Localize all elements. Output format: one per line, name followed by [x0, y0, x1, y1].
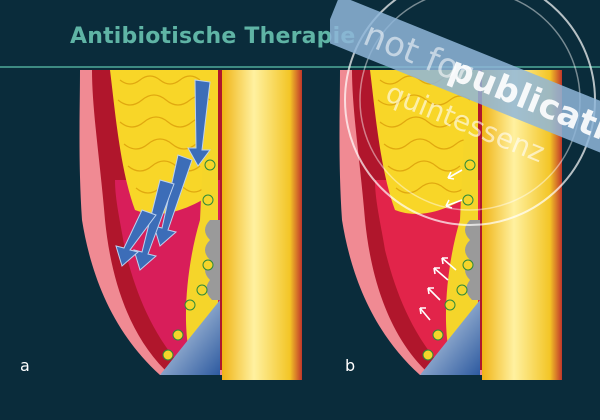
diagram-panel-a — [70, 70, 310, 380]
slide-title: Antibiotische Therapie — [70, 24, 355, 49]
tooth-root — [222, 70, 302, 380]
panel-label-b: b — [345, 356, 355, 375]
panel-label-a: a — [20, 356, 30, 375]
watermark-stamp: not for publication quintessenz — [330, 0, 600, 240]
